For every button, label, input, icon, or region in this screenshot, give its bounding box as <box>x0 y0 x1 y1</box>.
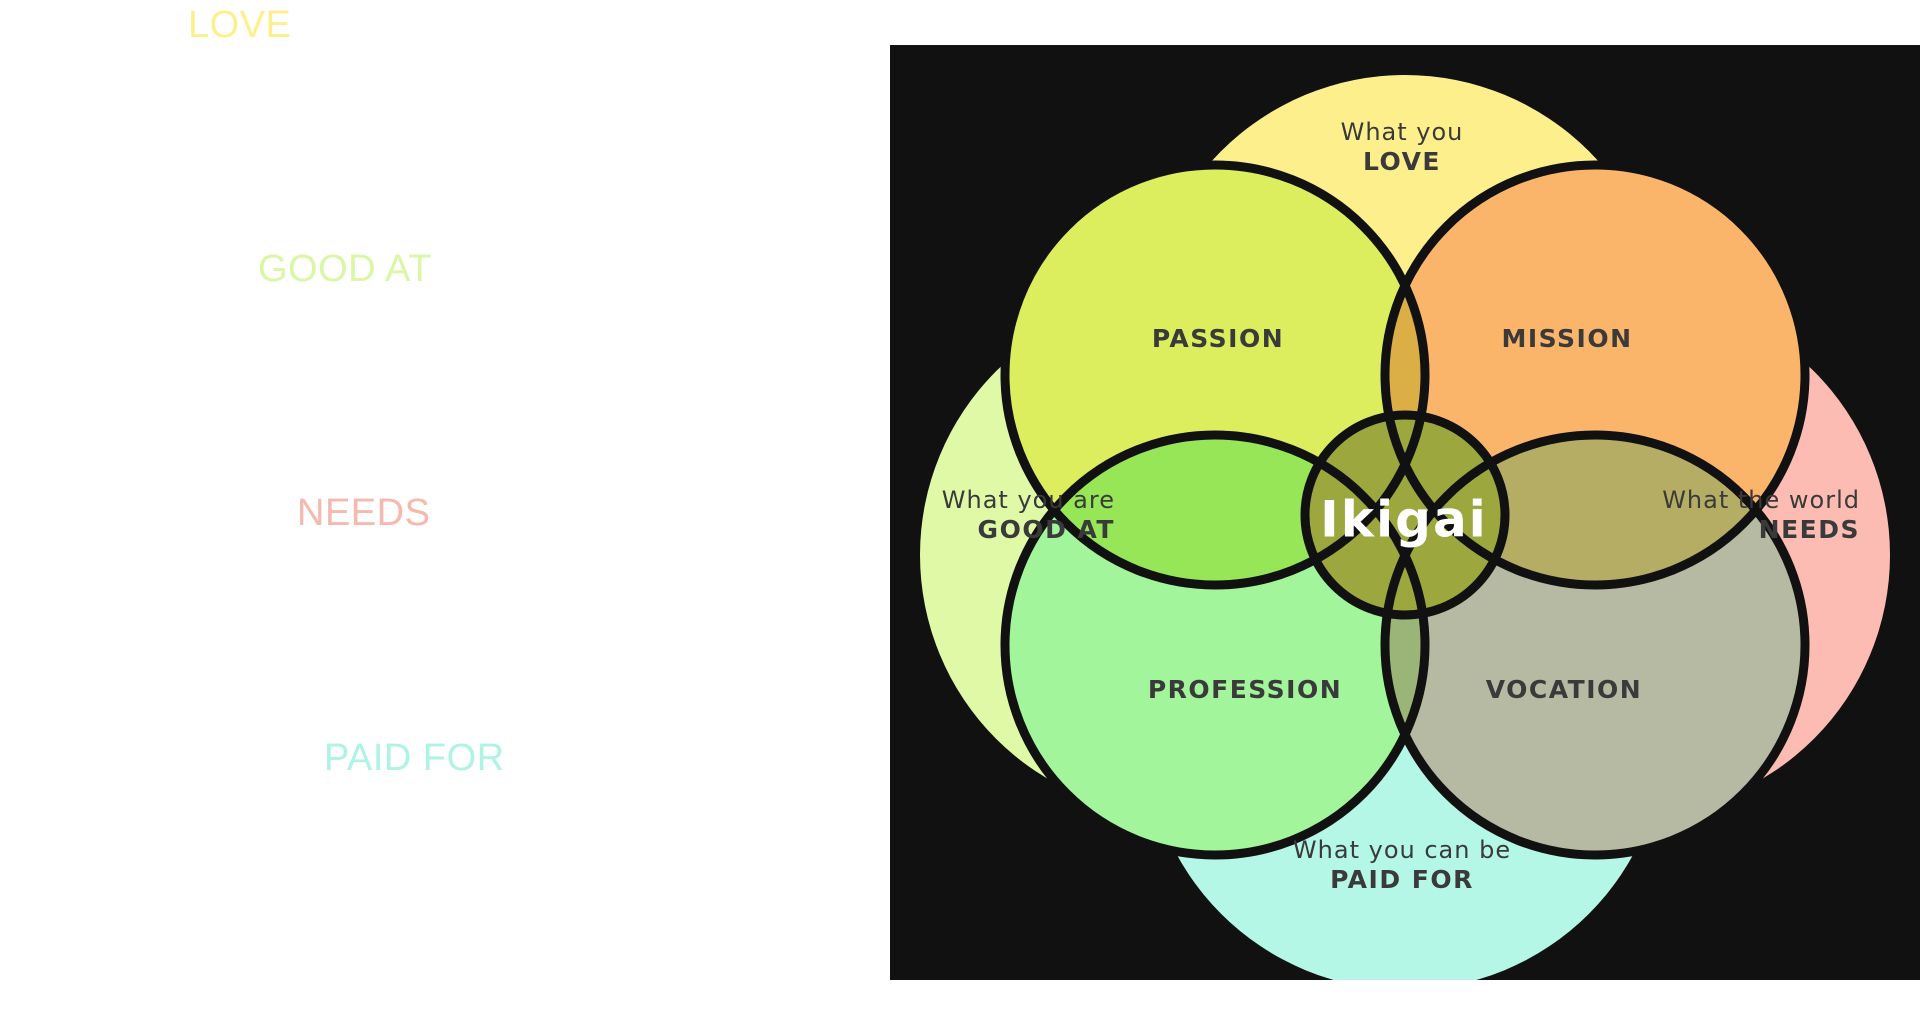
outline-ikigai <box>1300 410 1510 620</box>
label-needs-line1: What the world <box>1662 486 1860 514</box>
outline-mission <box>1380 160 1810 590</box>
label-paid-for-line2: PAID FOR <box>1330 865 1474 894</box>
label-love-line1: What you <box>1341 118 1464 146</box>
side-label-love: LOVE <box>188 4 292 46</box>
outline-passion <box>1000 160 1430 590</box>
outline-profession <box>1000 430 1430 860</box>
label-vocation: VOCATION <box>1486 675 1642 704</box>
label-passion: PASSION <box>1152 324 1284 353</box>
ikigai-venn-svg: What you LOVE What you are GOOD AT What … <box>920 75 1890 980</box>
side-label-good-at: GOOD AT <box>258 248 432 290</box>
label-love-line2: LOVE <box>1363 147 1441 176</box>
label-profession: PROFESSION <box>1148 675 1342 704</box>
outline-vocation <box>1380 430 1810 860</box>
label-paid-for-line1: What you can be <box>1293 836 1511 864</box>
label-mission: MISSION <box>1501 324 1632 353</box>
label-ikigai: Ikigai <box>1320 491 1488 549</box>
region-ikigai <box>1305 415 1505 615</box>
side-label-needs: NEEDS <box>297 492 431 534</box>
side-label-paid-for: PAID FOR <box>324 737 505 779</box>
ikigai-diagram: What you LOVE What you are GOOD AT What … <box>890 45 1920 980</box>
label-needs-line2: NEEDS <box>1759 515 1860 544</box>
label-good-at-line1: What you are <box>942 486 1115 514</box>
label-good-at-line2: GOOD AT <box>978 515 1115 544</box>
